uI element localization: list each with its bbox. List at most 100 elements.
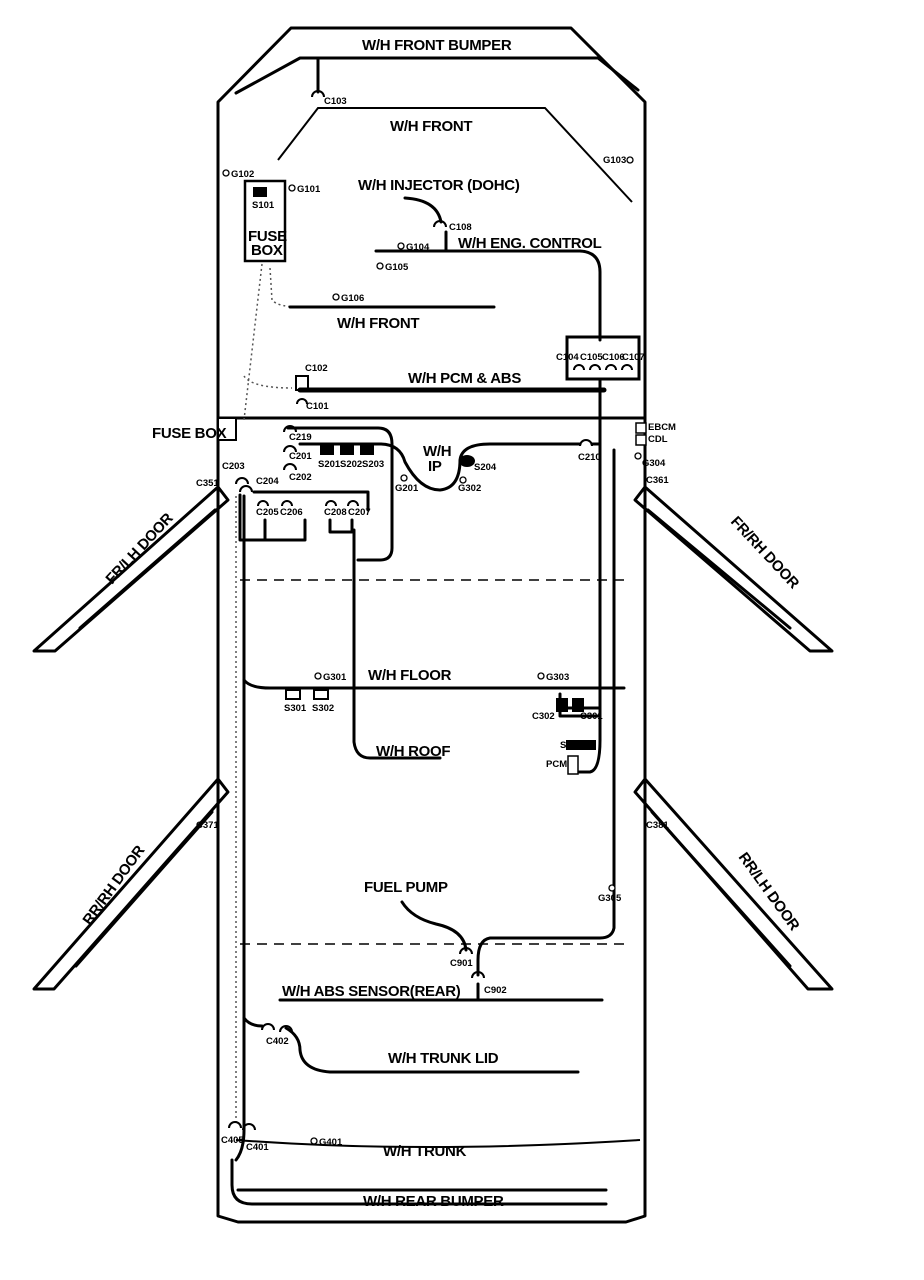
g201-ground: [400, 474, 408, 482]
c210-connector: [579, 439, 593, 447]
g302-label: G302: [458, 483, 481, 494]
door-rr-lh-label: RR/RH DOOR: [79, 842, 148, 928]
roof-harness: [352, 528, 442, 760]
front-bumper-harness: [234, 56, 640, 95]
g104-label: G104: [406, 242, 430, 253]
s101-label: S101: [252, 200, 275, 211]
g301-ground: [314, 672, 322, 680]
connector-block-c104-c107: [565, 335, 641, 381]
s301-splice: [285, 689, 301, 700]
c108-label: C108: [449, 222, 472, 233]
left-main-run: [234, 494, 246, 1162]
pcm-module: [567, 755, 579, 775]
g105-ground: [376, 262, 384, 270]
g303-ground: [537, 672, 545, 680]
g201-label: G201: [395, 483, 419, 494]
c351-label: C351: [196, 478, 219, 489]
c101-connector: [296, 398, 308, 405]
door-fr-rh-outline: [633, 485, 834, 653]
eng-control-harness: [374, 249, 602, 342]
cdl-label: CDL: [648, 434, 668, 445]
c405-connector: [228, 1121, 242, 1129]
cabin-fuse-box-label: FUSE BOX: [152, 425, 227, 442]
c381-label: C381: [646, 820, 669, 831]
c103-connector: [311, 90, 325, 98]
c103-label: C103: [324, 96, 347, 107]
g106-ground: [332, 293, 340, 301]
ip-harness: [298, 442, 582, 492]
c108-connector: [433, 220, 447, 228]
s202-splice: [340, 444, 354, 455]
pcm-abs-label: W/H PCM & ABS: [408, 370, 521, 387]
c301-connector: [572, 698, 584, 712]
c101-label: C101: [306, 401, 329, 412]
vehicle-outline: [216, 26, 647, 1224]
c203-label: C203: [222, 461, 245, 472]
g305-label: G305: [598, 893, 622, 904]
door-rr-rh-harness: [650, 810, 792, 968]
door-fr-lh-outline: [32, 485, 230, 653]
trunk-harness: [235, 1139, 641, 1148]
floor-harness: [242, 678, 626, 690]
main-harness-runs: W/H ROOF: [234, 388, 616, 1162]
g105-label: G105: [385, 262, 409, 273]
door-rr-lh-outline: [32, 777, 230, 991]
fuel-pump-harness: [400, 900, 468, 952]
c206-label: C206: [280, 507, 303, 518]
c204-connector: [239, 485, 253, 493]
c901-label: C901: [450, 958, 473, 969]
rear-area: C371 C381 G305 FUEL PUMP C901 C902 W/H A…: [196, 820, 669, 1210]
floor-label: W/H FLOOR: [368, 667, 452, 684]
c402-label: C402: [266, 1036, 289, 1047]
s202-label: S202: [340, 459, 362, 470]
g102-ground: [222, 169, 230, 177]
s302-label: S302: [312, 703, 334, 714]
cabin-trunk-outline: [216, 416, 647, 1224]
door-fr-rh-harness: [646, 508, 792, 630]
s201-splice: [320, 444, 334, 455]
front-harness-upper: [277, 107, 633, 203]
s201-label: S201: [318, 459, 341, 470]
door-rr-lh-harness: [74, 810, 214, 968]
g101-label: G101: [297, 184, 321, 195]
c106-label: C106: [602, 352, 625, 363]
fuel-pump-run: [476, 448, 616, 977]
ip-lower-harness: [252, 490, 370, 512]
c210-label: C210: [578, 452, 601, 463]
trunk-lid-label: W/H TRUNK LID: [388, 1050, 499, 1067]
s302-splice: [313, 689, 329, 700]
s204-splice: [459, 455, 475, 467]
c301-label: C301: [580, 711, 603, 722]
g401-ground: [310, 1137, 318, 1145]
c902-connector: [471, 971, 485, 979]
c219-c201-c202-connectors: [283, 425, 297, 471]
ip-lower-branches: [238, 493, 354, 542]
right-main-run: [574, 388, 602, 774]
c405-label: C405: [221, 1135, 244, 1146]
injector-harness-label: W/H INJECTOR (DOHC): [358, 177, 520, 194]
g304-ground: [634, 452, 642, 460]
c361-label: C361: [646, 475, 669, 486]
trunk-label: W/H TRUNK: [383, 1143, 467, 1160]
g103-ground: [626, 156, 634, 164]
c203-connector: [235, 477, 249, 485]
c402-connector: [261, 1023, 275, 1031]
s203-splice: [360, 444, 374, 455]
s303-splice: [566, 740, 596, 750]
c102-connector: [295, 375, 309, 391]
floor-area: W/H FLOOR G301 G303 S301 S302 C302 C301 …: [242, 667, 626, 775]
s203-label: S203: [362, 459, 384, 470]
g303-label: G303: [546, 672, 569, 683]
cabin-fuse-box-symbol: [217, 417, 237, 441]
c207-label: C207: [348, 507, 371, 518]
front-harness-upper-label: W/H FRONT: [390, 118, 472, 135]
c107-label: C107: [622, 352, 645, 363]
c902-label: C902: [484, 985, 507, 996]
trunk-lid-harness: [284, 1026, 580, 1074]
ebcm-label: EBCM: [648, 422, 676, 433]
g401-label: G401: [319, 1137, 343, 1148]
g304-label: G304: [642, 458, 666, 469]
engine-fuse-box-label-1: FUSE: [248, 228, 287, 245]
injector-harness: [403, 196, 443, 224]
